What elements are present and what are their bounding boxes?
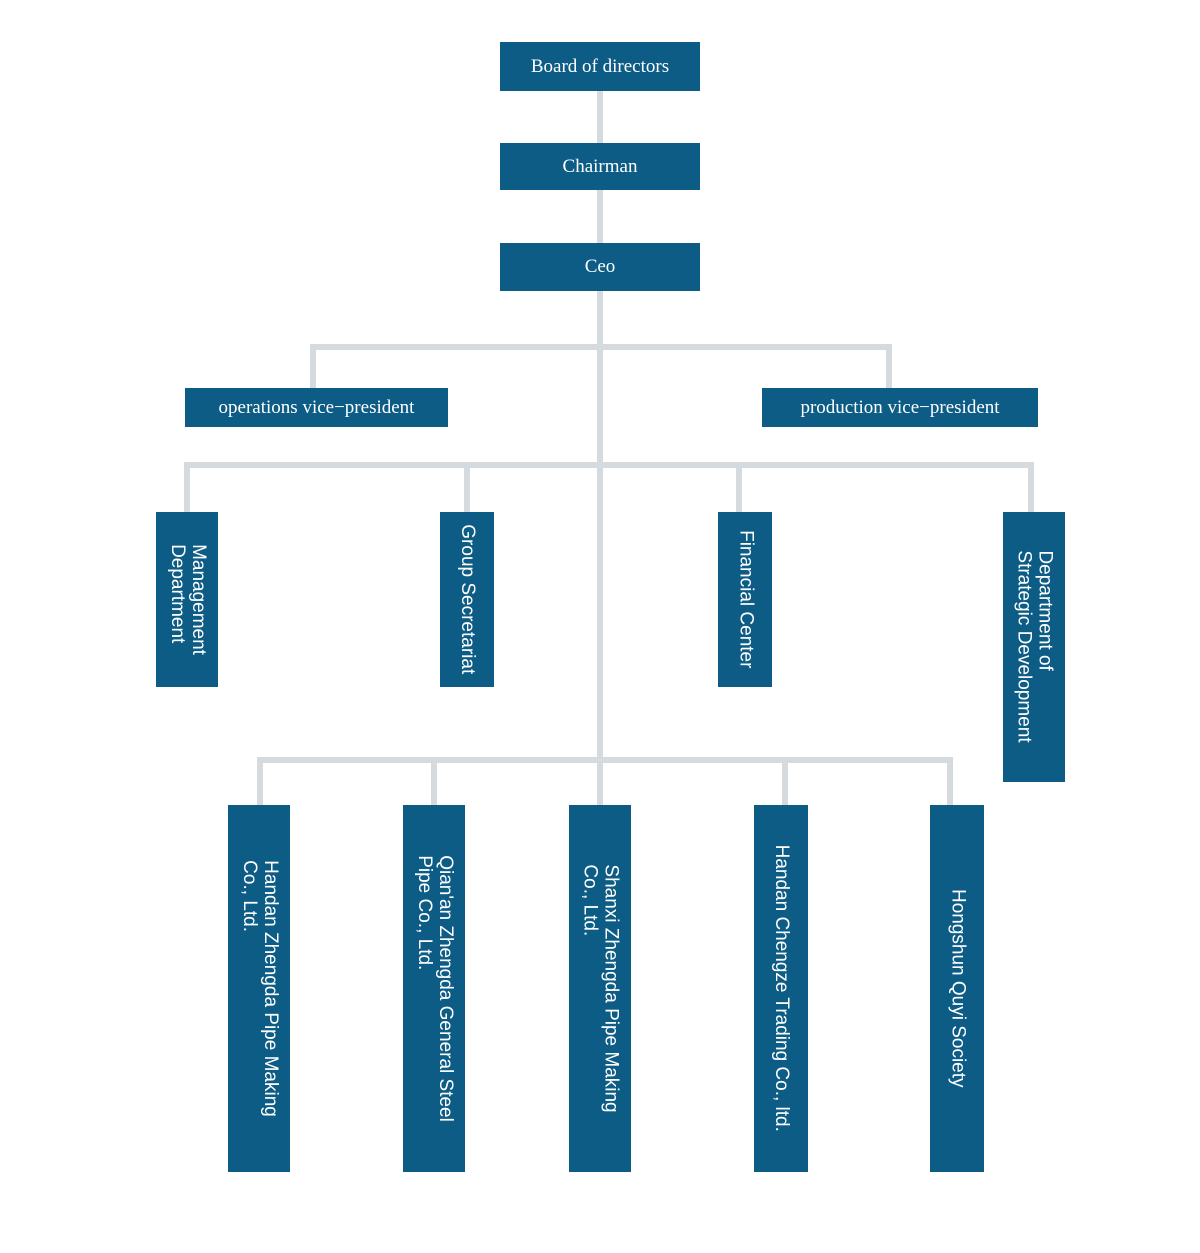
node-shanxi-zhengda-pipe-making[interactable]: Shanxi Zhengda Pipe Making Co., Ltd.	[569, 805, 631, 1172]
connector-level4-drop-3	[597, 757, 603, 805]
connector-level3-bus	[184, 462, 1034, 468]
connector-level3-drop-4	[1028, 462, 1034, 512]
node-label: Ceo	[584, 256, 616, 278]
node-label: production vice−president	[800, 396, 1000, 418]
connector-level4-bus	[257, 757, 953, 763]
node-qianan-zhengda-general-steel-pipe[interactable]: Qian'an Zhengda General Steel Pipe Co., …	[403, 805, 465, 1172]
node-label-line1: Qian'an Zhengda General Steel	[434, 855, 456, 1122]
node-department-of-strategic-development[interactable]: Department of Strategic Development	[1003, 512, 1065, 782]
connector-ceo-trunk	[597, 291, 603, 763]
connector-board-to-chairman	[597, 91, 603, 143]
node-hongshun-quyi-society[interactable]: Hongshun Quyi Society	[930, 805, 984, 1172]
node-label-line1: Department of	[1034, 550, 1056, 672]
connector-chairman-to-ceo	[597, 190, 603, 243]
node-label-line2: Co., Ltd.	[239, 860, 260, 932]
node-group-secretariat[interactable]: Group Secretariat	[440, 512, 494, 687]
node-production-vice-president[interactable]: production vice−president	[762, 388, 1038, 427]
node-label-line2: Co., Ltd.	[580, 864, 601, 937]
connector-level3-drop-1	[184, 462, 190, 512]
node-chairman[interactable]: Chairman	[500, 143, 700, 190]
connector-level2-drop-left	[310, 344, 316, 388]
node-operations-vice-president[interactable]: operations vice−president	[185, 388, 448, 427]
connector-level4-drop-2	[431, 757, 437, 805]
connector-level3-drop-3	[736, 462, 742, 512]
connector-level3-drop-2	[464, 462, 470, 512]
node-label-line2: Pipe Co., Ltd.	[414, 855, 436, 971]
node-label-line1: Shanxi Zhengda Pipe Making	[600, 864, 622, 1113]
node-handan-zhengda-pipe-making[interactable]: Handan Zhengda Pipe Making Co., Ltd.	[228, 805, 290, 1172]
node-label-line1: Hongshun Quyi Society	[947, 889, 969, 1088]
node-label: Chairman	[562, 155, 638, 177]
node-label-line1: Management	[187, 544, 209, 655]
node-management-department[interactable]: Management Department	[156, 512, 218, 687]
node-label: Board of directors	[530, 55, 670, 77]
node-label-line1: Handan Chengze Trading Co., ltd.	[771, 844, 793, 1133]
connector-level4-drop-5	[947, 757, 953, 805]
node-label-line2: Strategic Development	[1014, 550, 1035, 744]
node-board-of-directors[interactable]: Board of directors	[500, 42, 700, 91]
node-label-line1: Group Secretariat	[457, 524, 479, 675]
node-ceo[interactable]: Ceo	[500, 243, 700, 291]
node-handan-chengze-trading[interactable]: Handan Chengze Trading Co., ltd.	[754, 805, 808, 1172]
node-label-line2: Department	[167, 544, 188, 644]
node-label: operations vice−president	[218, 396, 415, 418]
connector-level2-drop-right	[886, 344, 892, 388]
node-financial-center[interactable]: Financial Center	[718, 512, 772, 687]
connector-level2-bus	[310, 344, 892, 350]
node-label-line1: Handan Zhengda Pipe Making	[259, 860, 281, 1117]
node-label-line1: Financial Center	[735, 530, 757, 669]
connector-level4-drop-1	[257, 757, 263, 805]
connector-level4-drop-4	[782, 757, 788, 805]
